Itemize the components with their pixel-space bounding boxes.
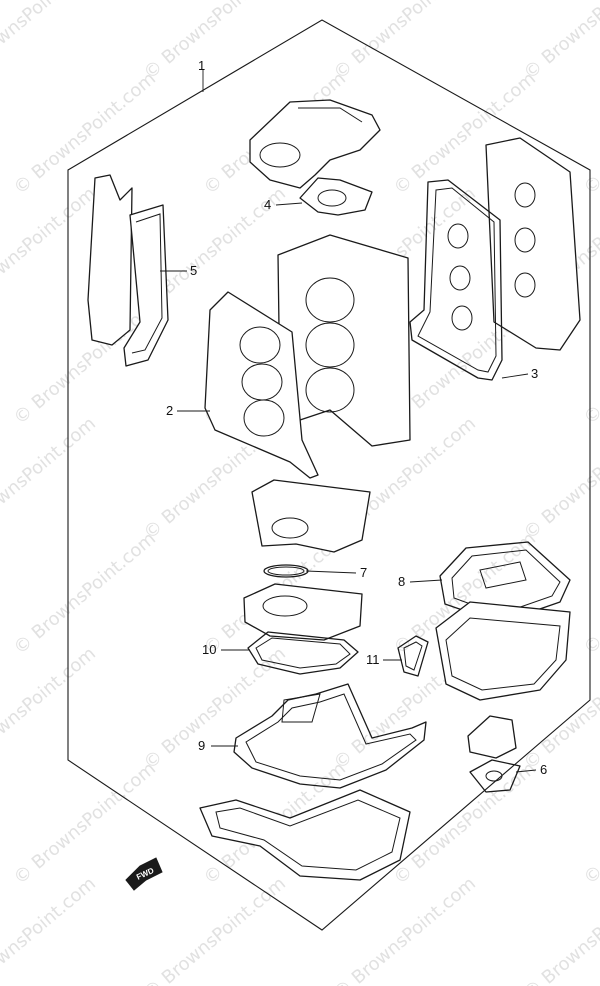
watermark-text: © BrownsPoint.com bbox=[10, 68, 160, 199]
callout-3: 3 bbox=[531, 366, 538, 381]
oil-pan bbox=[435, 601, 571, 701]
part-4-gasket bbox=[299, 177, 373, 216]
leader-6 bbox=[515, 769, 537, 773]
watermark-text: © BrownsPoint.com bbox=[0, 183, 100, 314]
watermark-text: © BrownsPoint.com bbox=[520, 873, 600, 986]
leader-8 bbox=[409, 579, 443, 583]
callout-4: 4 bbox=[264, 197, 271, 212]
callout-2: 2 bbox=[166, 403, 173, 418]
watermark-text: © BrownsPoint.com bbox=[330, 0, 480, 84]
part-5-side-gasket bbox=[87, 174, 169, 367]
kit-frame bbox=[67, 19, 591, 931]
watermark-text: © BrownsPoint.com bbox=[0, 643, 100, 774]
callout-1: 1 bbox=[198, 58, 205, 73]
callout-9: 9 bbox=[198, 738, 205, 753]
watermark-text: © BrownsPoint.com bbox=[330, 873, 480, 986]
watermark-text: © BrownsPoint.com bbox=[580, 758, 600, 889]
part-2-head-gasket bbox=[204, 291, 319, 479]
callout-6: 6 bbox=[540, 762, 547, 777]
callout-7: 7 bbox=[360, 565, 367, 580]
adapter-plate bbox=[243, 583, 363, 641]
callout-11: 11 bbox=[366, 652, 380, 667]
watermark-text: © BrownsPoint.com bbox=[140, 643, 290, 774]
watermark-text: © BrownsPoint.com bbox=[390, 758, 540, 889]
watermark-text: © BrownsPoint.com bbox=[0, 873, 100, 986]
watermark-text: © BrownsPoint.com bbox=[0, 413, 100, 544]
part-3-cover-gasket bbox=[409, 179, 503, 381]
lower-base-gasket bbox=[199, 789, 411, 881]
timing-cover-gasket bbox=[249, 99, 381, 189]
watermark-text: © BrownsPoint.com bbox=[10, 528, 160, 659]
leader-7 bbox=[305, 570, 357, 574]
part-9-lower-gasket bbox=[233, 683, 427, 789]
part-8-oil-pan-gasket bbox=[439, 541, 571, 621]
watermark-text: © BrownsPoint.com bbox=[0, 0, 100, 84]
exhaust-manifold bbox=[251, 479, 371, 553]
watermark-text: © BrownsPoint.com bbox=[520, 413, 600, 544]
leader-4 bbox=[275, 202, 303, 206]
callout-5: 5 bbox=[190, 263, 197, 278]
fwd-direction-marker: FWD bbox=[125, 857, 163, 891]
callout-8: 8 bbox=[398, 574, 405, 589]
watermark-text: © BrownsPoint.com bbox=[520, 0, 600, 84]
watermark-text: © BrownsPoint.com bbox=[140, 0, 290, 84]
part-11-gasket bbox=[397, 635, 429, 677]
part-6-gasket bbox=[467, 715, 521, 793]
watermark-text: © BrownsPoint.com bbox=[140, 873, 290, 986]
part-10-gasket bbox=[247, 631, 359, 675]
callout-10: 10 bbox=[202, 642, 216, 657]
leader-3 bbox=[501, 373, 529, 379]
